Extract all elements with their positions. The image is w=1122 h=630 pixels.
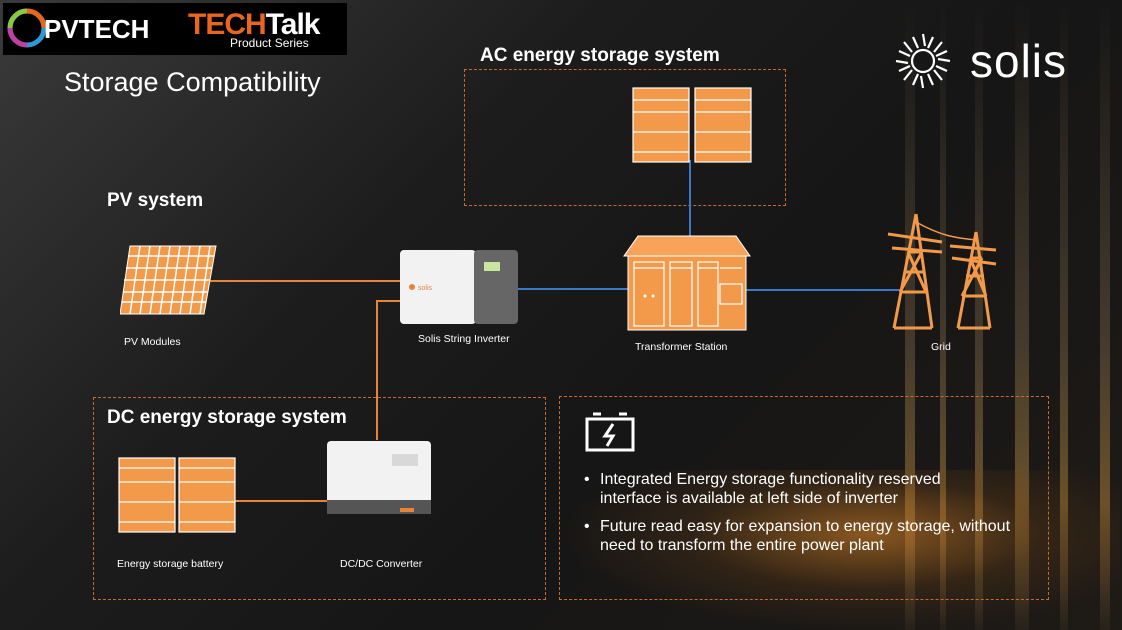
- inverter-to-transformer-line: [516, 288, 628, 290]
- light-streak: [940, 0, 946, 630]
- pvtech-wordmark: PVTECH: [44, 14, 150, 44]
- transformer-to-grid-line: [745, 289, 900, 291]
- info-box: [559, 396, 1049, 600]
- dcdc-converter-icon: [327, 441, 431, 514]
- inverter-dc-port-line: [376, 300, 402, 302]
- light-streak: [1060, 0, 1068, 630]
- techtalk-part-b: Talk: [265, 8, 321, 41]
- solar-panel-icon: [120, 245, 217, 315]
- sun-logo-icon: [895, 33, 951, 89]
- battery-label: Energy storage battery: [117, 558, 224, 570]
- solis-wordmark: solis: [970, 35, 1068, 87]
- pvtech-logo-icon: [7, 8, 47, 48]
- svg-text:solis: solis: [418, 285, 433, 292]
- section-pv-label: PV system: [107, 190, 204, 211]
- pv-modules-label: PV Modules: [124, 336, 181, 348]
- transformer-station-icon: [623, 235, 751, 331]
- inverter-to-dcdc-line: [376, 300, 378, 440]
- bullet-dot: •: [584, 518, 590, 535]
- string-inverter-icon: solis: [400, 250, 518, 324]
- light-streak: [1100, 0, 1110, 630]
- ac-storage-box: [464, 69, 786, 206]
- grid-label: Grid: [931, 341, 951, 353]
- transmission-tower-icon: [887, 213, 997, 330]
- pv-to-inverter-line: [210, 280, 402, 282]
- page-title: Storage Compatibility: [64, 67, 321, 97]
- bullet-1: Integrated Energy storage functionality …: [600, 471, 941, 507]
- bullet-2: Future read easy for expansion to energy…: [600, 518, 1011, 554]
- light-floor: [560, 470, 1120, 630]
- bullet-dot: •: [584, 471, 590, 488]
- pvtech-logo: [3, 3, 347, 55]
- transformer-label: Transformer Station: [635, 341, 728, 353]
- techtalk-wordmark: TECHTalk: [188, 8, 321, 42]
- dcdc-label: DC/DC Converter: [340, 558, 423, 570]
- inverter-label: Solis String Inverter: [418, 333, 510, 345]
- battery-icon: [585, 412, 635, 452]
- light-streak: [975, 0, 983, 630]
- product-series-label: Product Series: [230, 36, 309, 50]
- section-dc-label: DC energy storage system: [107, 407, 347, 428]
- dc-battery-rack-icon: [118, 457, 236, 533]
- section-ac-label: AC energy storage system: [480, 45, 720, 66]
- ac-storage-to-transformer-line: [689, 160, 691, 240]
- ac-battery-rack-icon: [632, 87, 752, 163]
- light-streak: [905, 0, 915, 630]
- dc-storage-box: [93, 397, 546, 600]
- techtalk-part-a: TECH: [188, 8, 267, 41]
- battery-to-dcdc-line: [234, 500, 330, 502]
